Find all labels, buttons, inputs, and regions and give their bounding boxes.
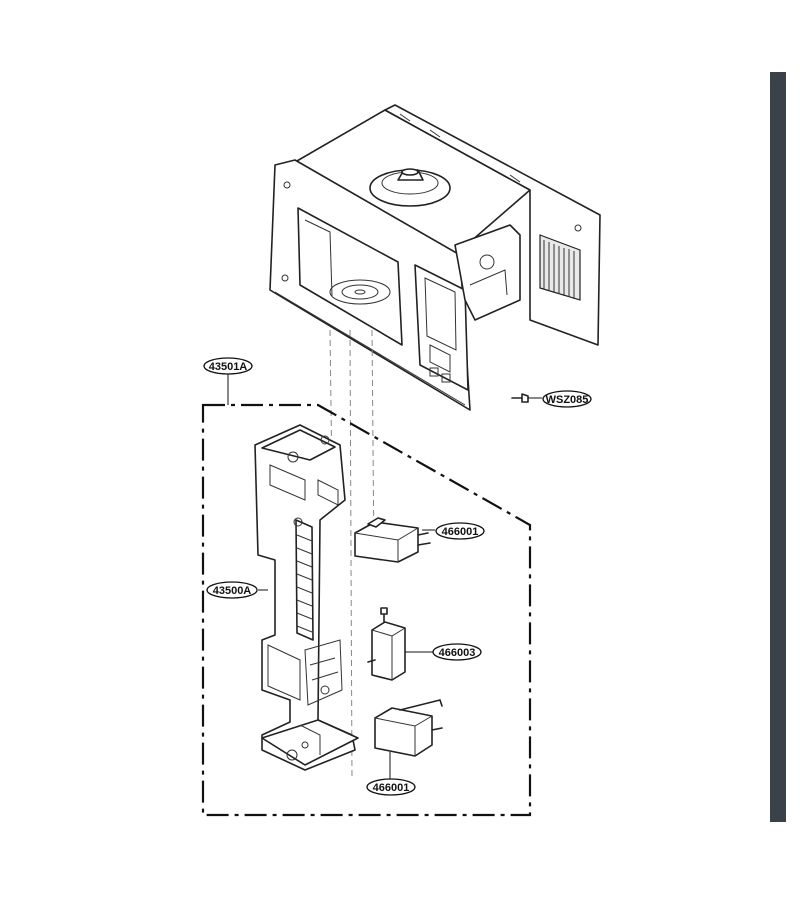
callout-switch-bottom: 466001 bbox=[366, 778, 416, 796]
switch-bottom-part bbox=[374, 699, 443, 780]
callout-assembly: 43501A bbox=[203, 357, 253, 375]
callout-switch-middle: 466003 bbox=[432, 643, 482, 661]
callout-latch-board: 43500A bbox=[206, 581, 258, 599]
label-switch-middle: 466003 bbox=[439, 647, 476, 659]
assembly-boundary bbox=[201, 403, 532, 817]
microwave-cavity bbox=[269, 104, 601, 411]
label-screw: WSZ085 bbox=[546, 394, 589, 406]
label-latch-board: 43500A bbox=[213, 585, 252, 597]
label-switch-bottom: 466001 bbox=[373, 782, 410, 794]
label-assembly: 43501A bbox=[209, 361, 248, 373]
latch-board-part bbox=[254, 424, 359, 771]
label-switch-top: 466001 bbox=[442, 526, 479, 538]
dark-edge-bar bbox=[770, 72, 786, 822]
callout-screw: WSZ085 bbox=[542, 390, 592, 408]
switch-top-part bbox=[354, 517, 435, 563]
screw-part bbox=[511, 393, 542, 403]
callout-switch-top: 466001 bbox=[435, 522, 485, 540]
switch-middle-part bbox=[367, 607, 433, 681]
